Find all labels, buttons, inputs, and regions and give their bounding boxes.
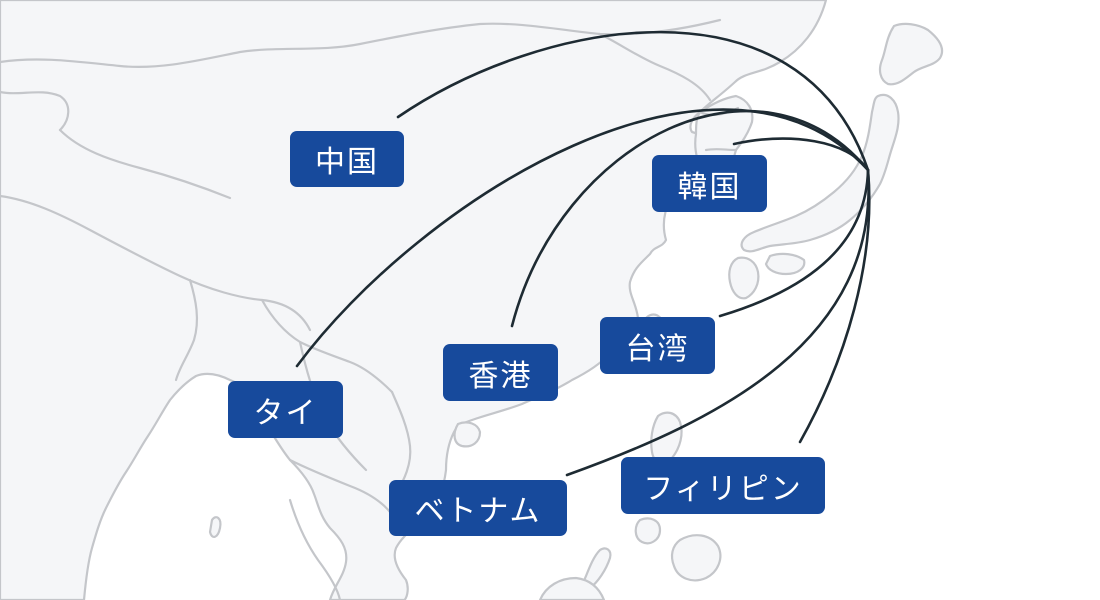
route-line-thailand bbox=[295, 108, 870, 368]
japan-shikoku bbox=[764, 252, 806, 276]
label-philippines: フィリピン bbox=[621, 457, 825, 514]
label-vietnam: ベトナム bbox=[389, 480, 567, 536]
border-thailand-cambodia bbox=[288, 458, 392, 514]
japan-kyushu bbox=[728, 256, 760, 300]
border-india-myanmar bbox=[174, 278, 199, 382]
philippines-mindanao bbox=[670, 534, 722, 582]
route-line-china bbox=[396, 30, 870, 172]
route-line-hongkong bbox=[510, 109, 870, 328]
japan-hokkaido bbox=[878, 22, 944, 86]
route-line-philippines bbox=[798, 168, 871, 444]
label-thailand: タイ bbox=[228, 381, 343, 438]
border-mongolia-east bbox=[598, 32, 712, 102]
philippines-visayas bbox=[634, 517, 662, 545]
route-line-taiwan bbox=[718, 168, 870, 318]
label-china: 中国 bbox=[290, 131, 404, 187]
route-line-vietnam bbox=[565, 168, 870, 477]
border-myanmar-china bbox=[260, 298, 394, 394]
borneo bbox=[538, 576, 606, 600]
hainan-island bbox=[453, 421, 482, 448]
border-korea-dmz bbox=[704, 148, 738, 152]
label-taiwan: 台湾 bbox=[600, 317, 715, 374]
border-himalaya bbox=[0, 194, 312, 332]
border-tibet bbox=[58, 128, 232, 200]
label-hongkong: 香港 bbox=[443, 344, 558, 401]
border-malay bbox=[288, 498, 342, 600]
andaman-islands bbox=[208, 516, 222, 538]
border-central-asia bbox=[0, 90, 70, 132]
label-korea: 韓国 bbox=[652, 155, 767, 212]
